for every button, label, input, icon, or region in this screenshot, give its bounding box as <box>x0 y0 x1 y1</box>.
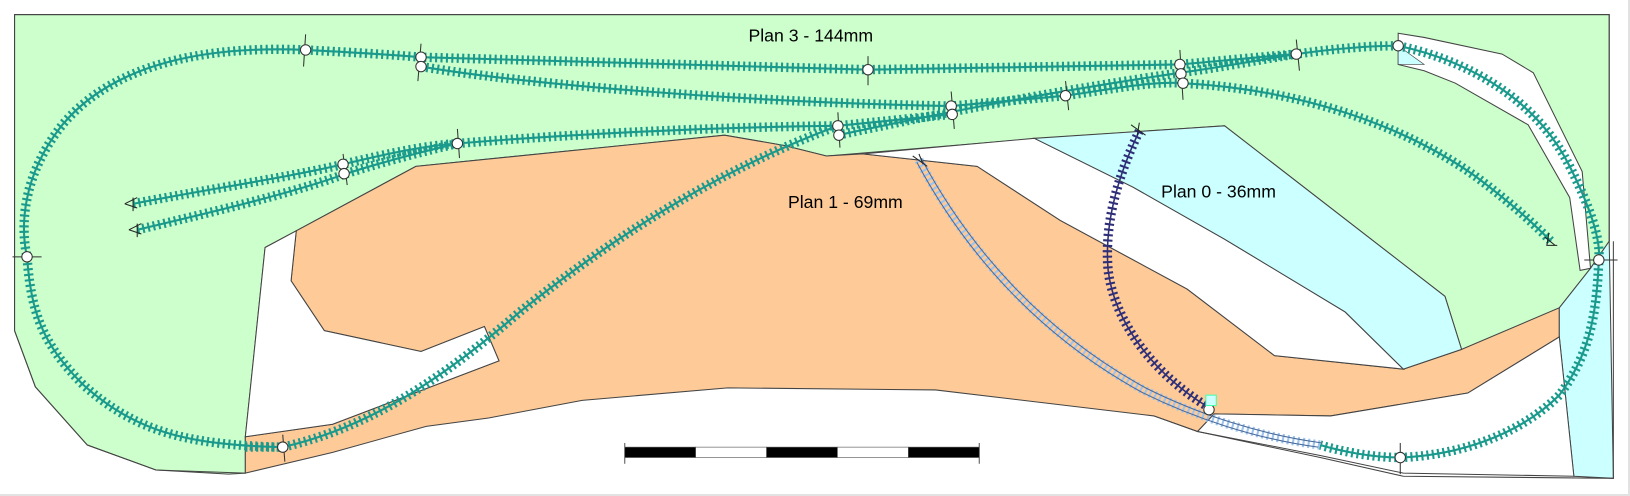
plan1-track <box>914 157 1323 450</box>
white-cutout-left <box>244 229 500 438</box>
scale-segment-2 <box>695 446 767 458</box>
level-transition-marker <box>1205 394 1217 407</box>
plan1-label: Plan 1 - 69mm <box>788 192 903 212</box>
plan3-label: Plan 3 - 144mm <box>748 26 873 46</box>
board-outline <box>14 14 1614 479</box>
scale-segment-5 <box>908 446 980 458</box>
white-channel-top-right <box>1397 32 1592 271</box>
scale-segment-4 <box>837 446 909 458</box>
scale-bar <box>624 442 980 464</box>
track-end-stops <box>124 122 1558 246</box>
junction-markers <box>12 34 1618 475</box>
scale-segment-3 <box>766 446 838 458</box>
plan0-label: Plan 0 - 36mm <box>1161 182 1276 202</box>
plan0-track <box>1102 129 1212 412</box>
plan0-board <box>1032 125 1463 370</box>
scale-segment-1 <box>624 446 696 458</box>
